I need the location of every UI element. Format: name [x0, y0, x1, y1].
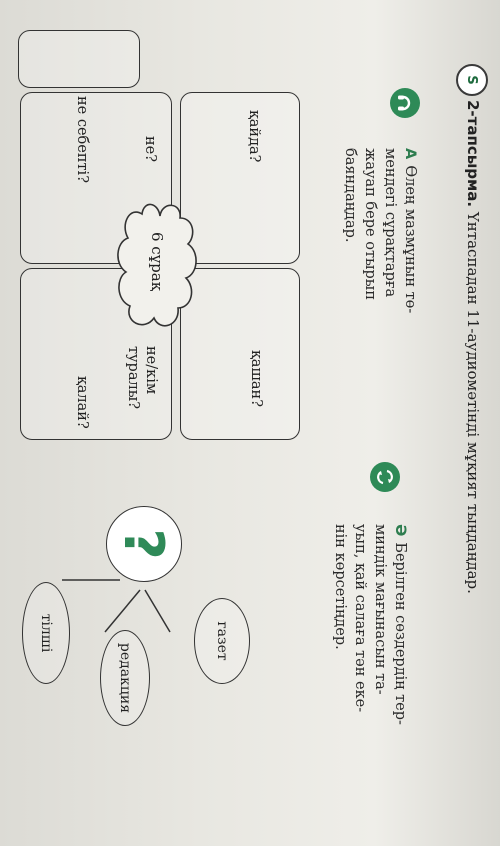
question-kashan: қашан? — [248, 350, 264, 407]
word-oval-redaktsiya: редакция — [100, 630, 150, 726]
task-instruction: Үнтаспадан 11-аудиомәтінді мұқият тыңдаң… — [464, 211, 482, 594]
center-label: 6 сұрақ — [148, 232, 166, 291]
task-title: 2-тапсырма. Үнтаспадан 11-аудиомәтінді м… — [464, 100, 482, 594]
section-b-line: миндік мағынасын та- — [372, 524, 388, 695]
center-cloud-shape — [117, 203, 197, 327]
question-ne: не? — [142, 136, 158, 163]
section-a-letter: А — [402, 148, 418, 160]
word-oval-tilshi: тілші — [22, 582, 70, 684]
section-a-line: баяндаңдар. — [342, 148, 358, 243]
section-a-text: АӨлең мазмұнын тө- мендегі сұрақтарға жа… — [340, 148, 420, 348]
question-box-side — [18, 30, 140, 88]
word-oval-gazet: газет — [194, 598, 250, 684]
word-tilshi: тілші — [38, 613, 54, 653]
section-a-line: жауап бере отырып — [362, 148, 378, 300]
listening-icon — [390, 88, 420, 118]
question-kaida: қайда? — [246, 110, 262, 163]
word-redaktsiya: редакция — [117, 642, 133, 714]
section-b-line: уып, қай салаға тән еке- — [352, 524, 368, 713]
section-a-line: АӨлең мазмұнын тө- — [402, 148, 418, 314]
question-mark-symbol: ? — [112, 528, 176, 560]
section-b-text: ӘБерілген сөздердің тер- миндік мағынасы… — [330, 524, 410, 754]
section-b-line: нін көрсетіңдер. — [332, 524, 348, 650]
section-a-line: мендегі сұрақтарға — [382, 148, 398, 298]
section-b-line: ӘБерілген сөздердің тер- — [392, 524, 408, 725]
exchange-icon — [370, 462, 400, 492]
question-kalai: қалай? — [74, 376, 90, 429]
connector-lines — [62, 579, 171, 633]
section-b-letter: Ә — [392, 524, 408, 537]
word-gazet: газет — [214, 621, 230, 661]
task-number-icon: S — [456, 64, 488, 96]
question-ne-kim: не/кім туралы? — [125, 346, 159, 410]
question-ne-sebepti: не себепті? — [74, 96, 90, 183]
task-number-label: 2-тапсырма. — [464, 100, 482, 208]
